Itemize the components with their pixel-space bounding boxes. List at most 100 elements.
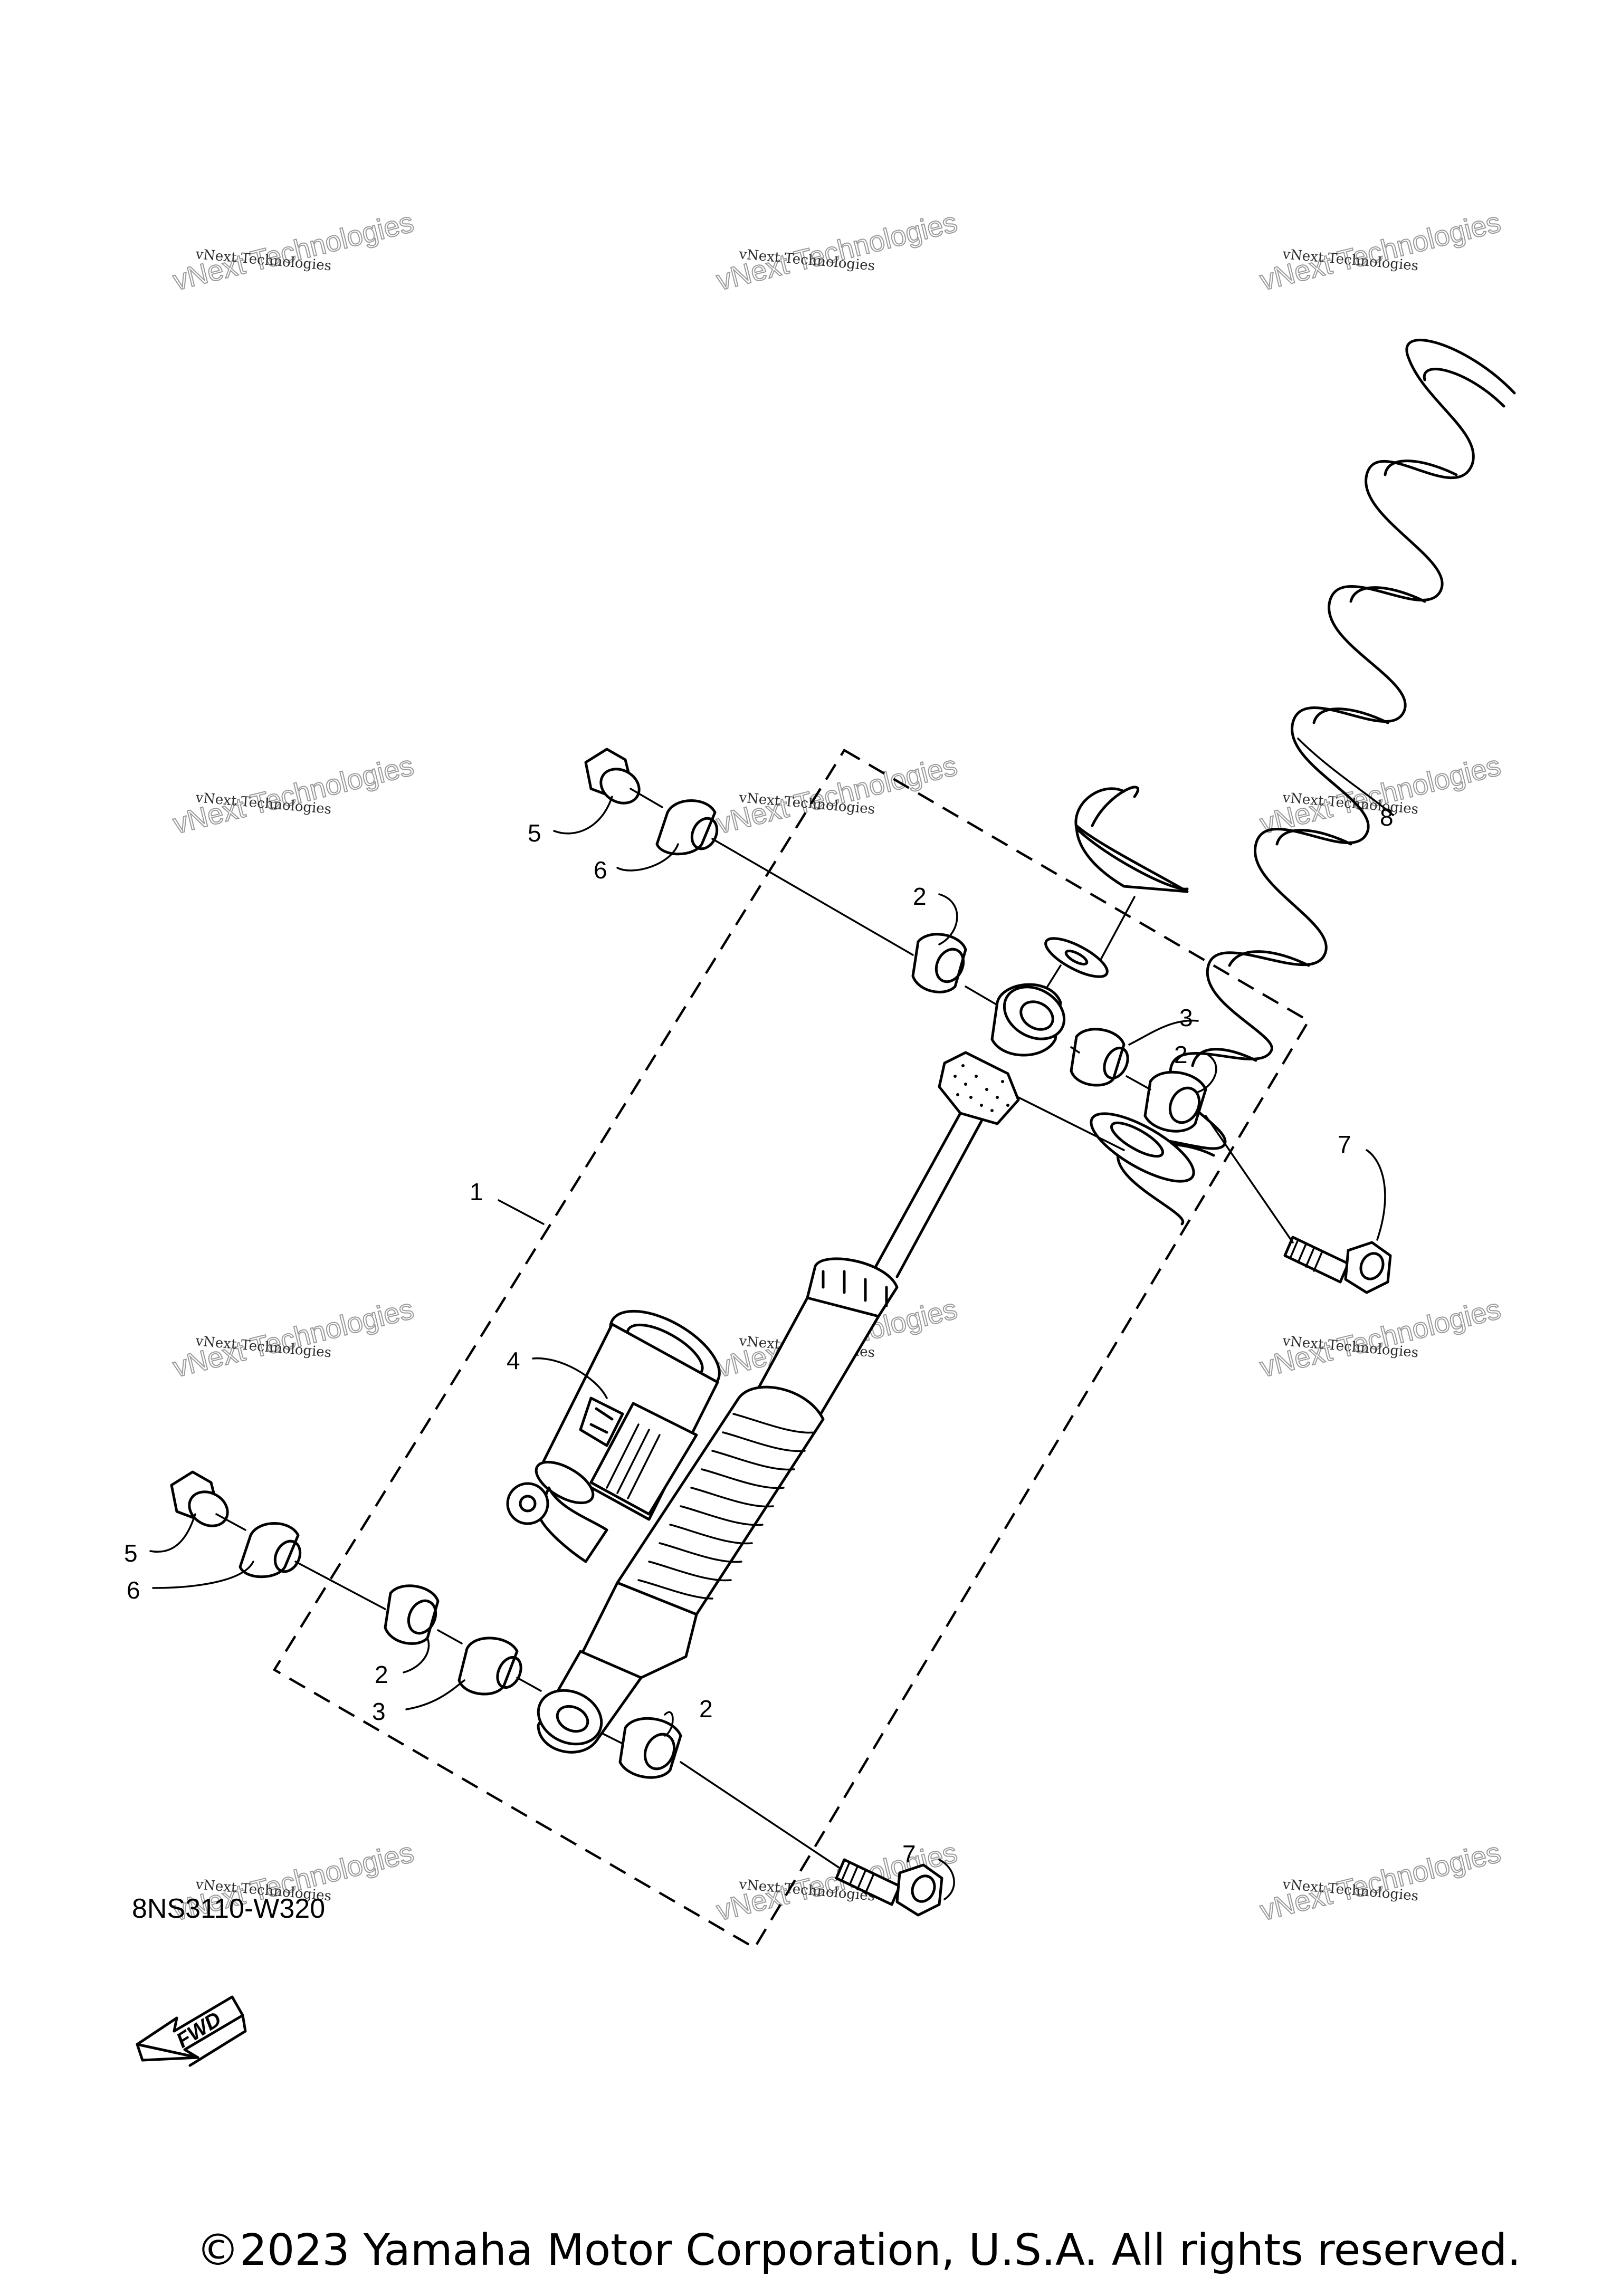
upper-nut-flange: [599, 768, 641, 805]
lower-eye-bore: [556, 1705, 589, 1733]
reservoir-label-lines: [606, 1423, 661, 1499]
spring-bottom-end: [1075, 824, 1189, 893]
callout-7b: 7: [902, 1840, 916, 1868]
watermark: vNext Technologies vNext Technologies: [713, 206, 961, 297]
lower-eye: [537, 1689, 603, 1746]
lower-collar: [239, 1522, 300, 1578]
callout-2c: 2: [375, 1661, 388, 1688]
upper-bushing-left: [911, 933, 967, 993]
leader-2a: [938, 893, 958, 945]
leader-2b: [1197, 1054, 1217, 1093]
lower-right-hardware: [618, 1717, 943, 1917]
forward-direction-arrow: FWD: [136, 1995, 247, 2067]
lower-spring-seat-inner: [1110, 1121, 1164, 1158]
diagram-code: 8NS3110-W320: [132, 1893, 326, 1924]
lower-bolt: [835, 1858, 943, 1917]
callout-1: 1: [470, 1178, 483, 1206]
reservoir-hose-neck: [537, 1486, 608, 1563]
bellows-ribs: [637, 1413, 816, 1600]
upper-right-collar-end: [1103, 1047, 1129, 1079]
lower-bushing-left-bore: [407, 1599, 437, 1635]
leader-3b: [405, 1679, 465, 1710]
shock-upper-eye: [990, 983, 1066, 1057]
reservoir-bottom-cap: [535, 1460, 595, 1505]
lower-spacer-end: [496, 1656, 522, 1689]
dust-cover-tabs: [822, 1270, 888, 1307]
watermark: vNext Technologies vNext Technologies: [169, 206, 417, 297]
callout-5b: 5: [124, 1539, 138, 1567]
adjuster-knob: [506, 1482, 549, 1525]
fwd-arrow-depth: [136, 2014, 247, 2067]
watermark: vNext Technologies vNext Technologies: [1256, 1836, 1504, 1927]
leader-6a: [616, 843, 679, 872]
bump-stop-texture: [953, 1064, 1009, 1112]
callout-numbers: 1 2 3 2 7 8 5 6 4 5 6 2 3 2 7: [124, 803, 1394, 1868]
leader-2c: [403, 1637, 430, 1673]
bump-stop-body: [938, 1051, 1020, 1125]
lower-bolt-thread: [841, 1861, 874, 1895]
callout-2b: 2: [1174, 1041, 1188, 1068]
lower-bolt-shank: [835, 1858, 901, 1906]
callout-3a: 3: [1179, 1004, 1193, 1031]
upper-bushing-left-bore: [935, 948, 965, 983]
lower-collar-end: [273, 1539, 302, 1573]
callout-5a: 5: [528, 819, 541, 847]
callout-6a: 6: [594, 856, 607, 884]
upper-bushing-right-bore: [1168, 1086, 1201, 1124]
callout-4: 4: [507, 1347, 520, 1374]
watermark: vNext Technologies vNext Technologies: [169, 1293, 417, 1384]
watermark: vNext Technologies vNext Technologies: [169, 749, 417, 840]
upper-bushing-right: [1143, 1070, 1207, 1133]
copyright-notice: ©2023 Yamaha Motor Corporation, U.S.A. A…: [196, 2225, 1521, 2275]
upper-right-collar: [1070, 1028, 1126, 1087]
callout-3b: 3: [372, 1698, 386, 1725]
shock-reservoir: [506, 1309, 721, 1563]
upper-bolt-thread: [1289, 1239, 1323, 1272]
leader-5a: [553, 796, 613, 835]
callout-2a: 2: [913, 883, 927, 910]
callout-8: 8: [1380, 803, 1394, 831]
upper-bolt-head-face: [1359, 1252, 1385, 1280]
lower-bolt-head-face: [911, 1874, 936, 1903]
washer-leader-line: [1046, 964, 1062, 988]
callout-leaders: [149, 738, 1394, 1900]
callout-7a: 7: [1338, 1131, 1351, 1158]
upper-bolt: [1283, 1236, 1392, 1294]
reservoir-logo: [579, 1396, 624, 1447]
shock-body: [537, 1257, 899, 1754]
spring-coil-inner-path: [1143, 368, 1505, 1157]
adjuster-knob-center: [519, 1495, 537, 1513]
spring-upper-washer: [1044, 937, 1109, 978]
watermarks: vNext Technologies vNext Technologies vN…: [169, 206, 1504, 1927]
upper-bolt-shank: [1283, 1236, 1350, 1284]
assembly-axis-lines: [215, 788, 1294, 1869]
damper-shaft: [874, 1112, 983, 1278]
leader-7a: [1366, 1149, 1386, 1241]
leader-1: [498, 1199, 545, 1225]
leader-7b: [938, 1859, 955, 1900]
spring-leader-line: [1096, 896, 1136, 967]
lower-bushing-left: [384, 1584, 440, 1645]
spring-upper-washer-hole: [1064, 949, 1089, 966]
lower-spacer: [457, 1637, 519, 1696]
spring-body-outline: [1074, 786, 1139, 830]
leader-4: [532, 1357, 608, 1399]
assembly-boundary-dashed: [272, 748, 1311, 1950]
callout-6b: 6: [127, 1576, 140, 1604]
lower-spring-seat: [1090, 1112, 1195, 1183]
leader-5b: [149, 1513, 196, 1553]
reservoir-label: [589, 1402, 698, 1516]
lower-bushing-right: [618, 1717, 682, 1779]
upper-collar: [655, 799, 717, 856]
watermark: vNext Technologies vNext Technologies: [713, 749, 961, 840]
upper-left-hardware: [584, 748, 967, 993]
spring-seat: [1075, 827, 1189, 891]
upper-right-hardware: [1070, 1028, 1392, 1294]
bump-stop: [938, 1051, 1020, 1125]
upper-collar-end: [690, 817, 719, 850]
fwd-label: FWD: [173, 2007, 226, 2053]
callout-2d: 2: [699, 1695, 713, 1723]
leader-6b: [152, 1561, 254, 1589]
leader-3a: [1128, 1019, 1199, 1046]
